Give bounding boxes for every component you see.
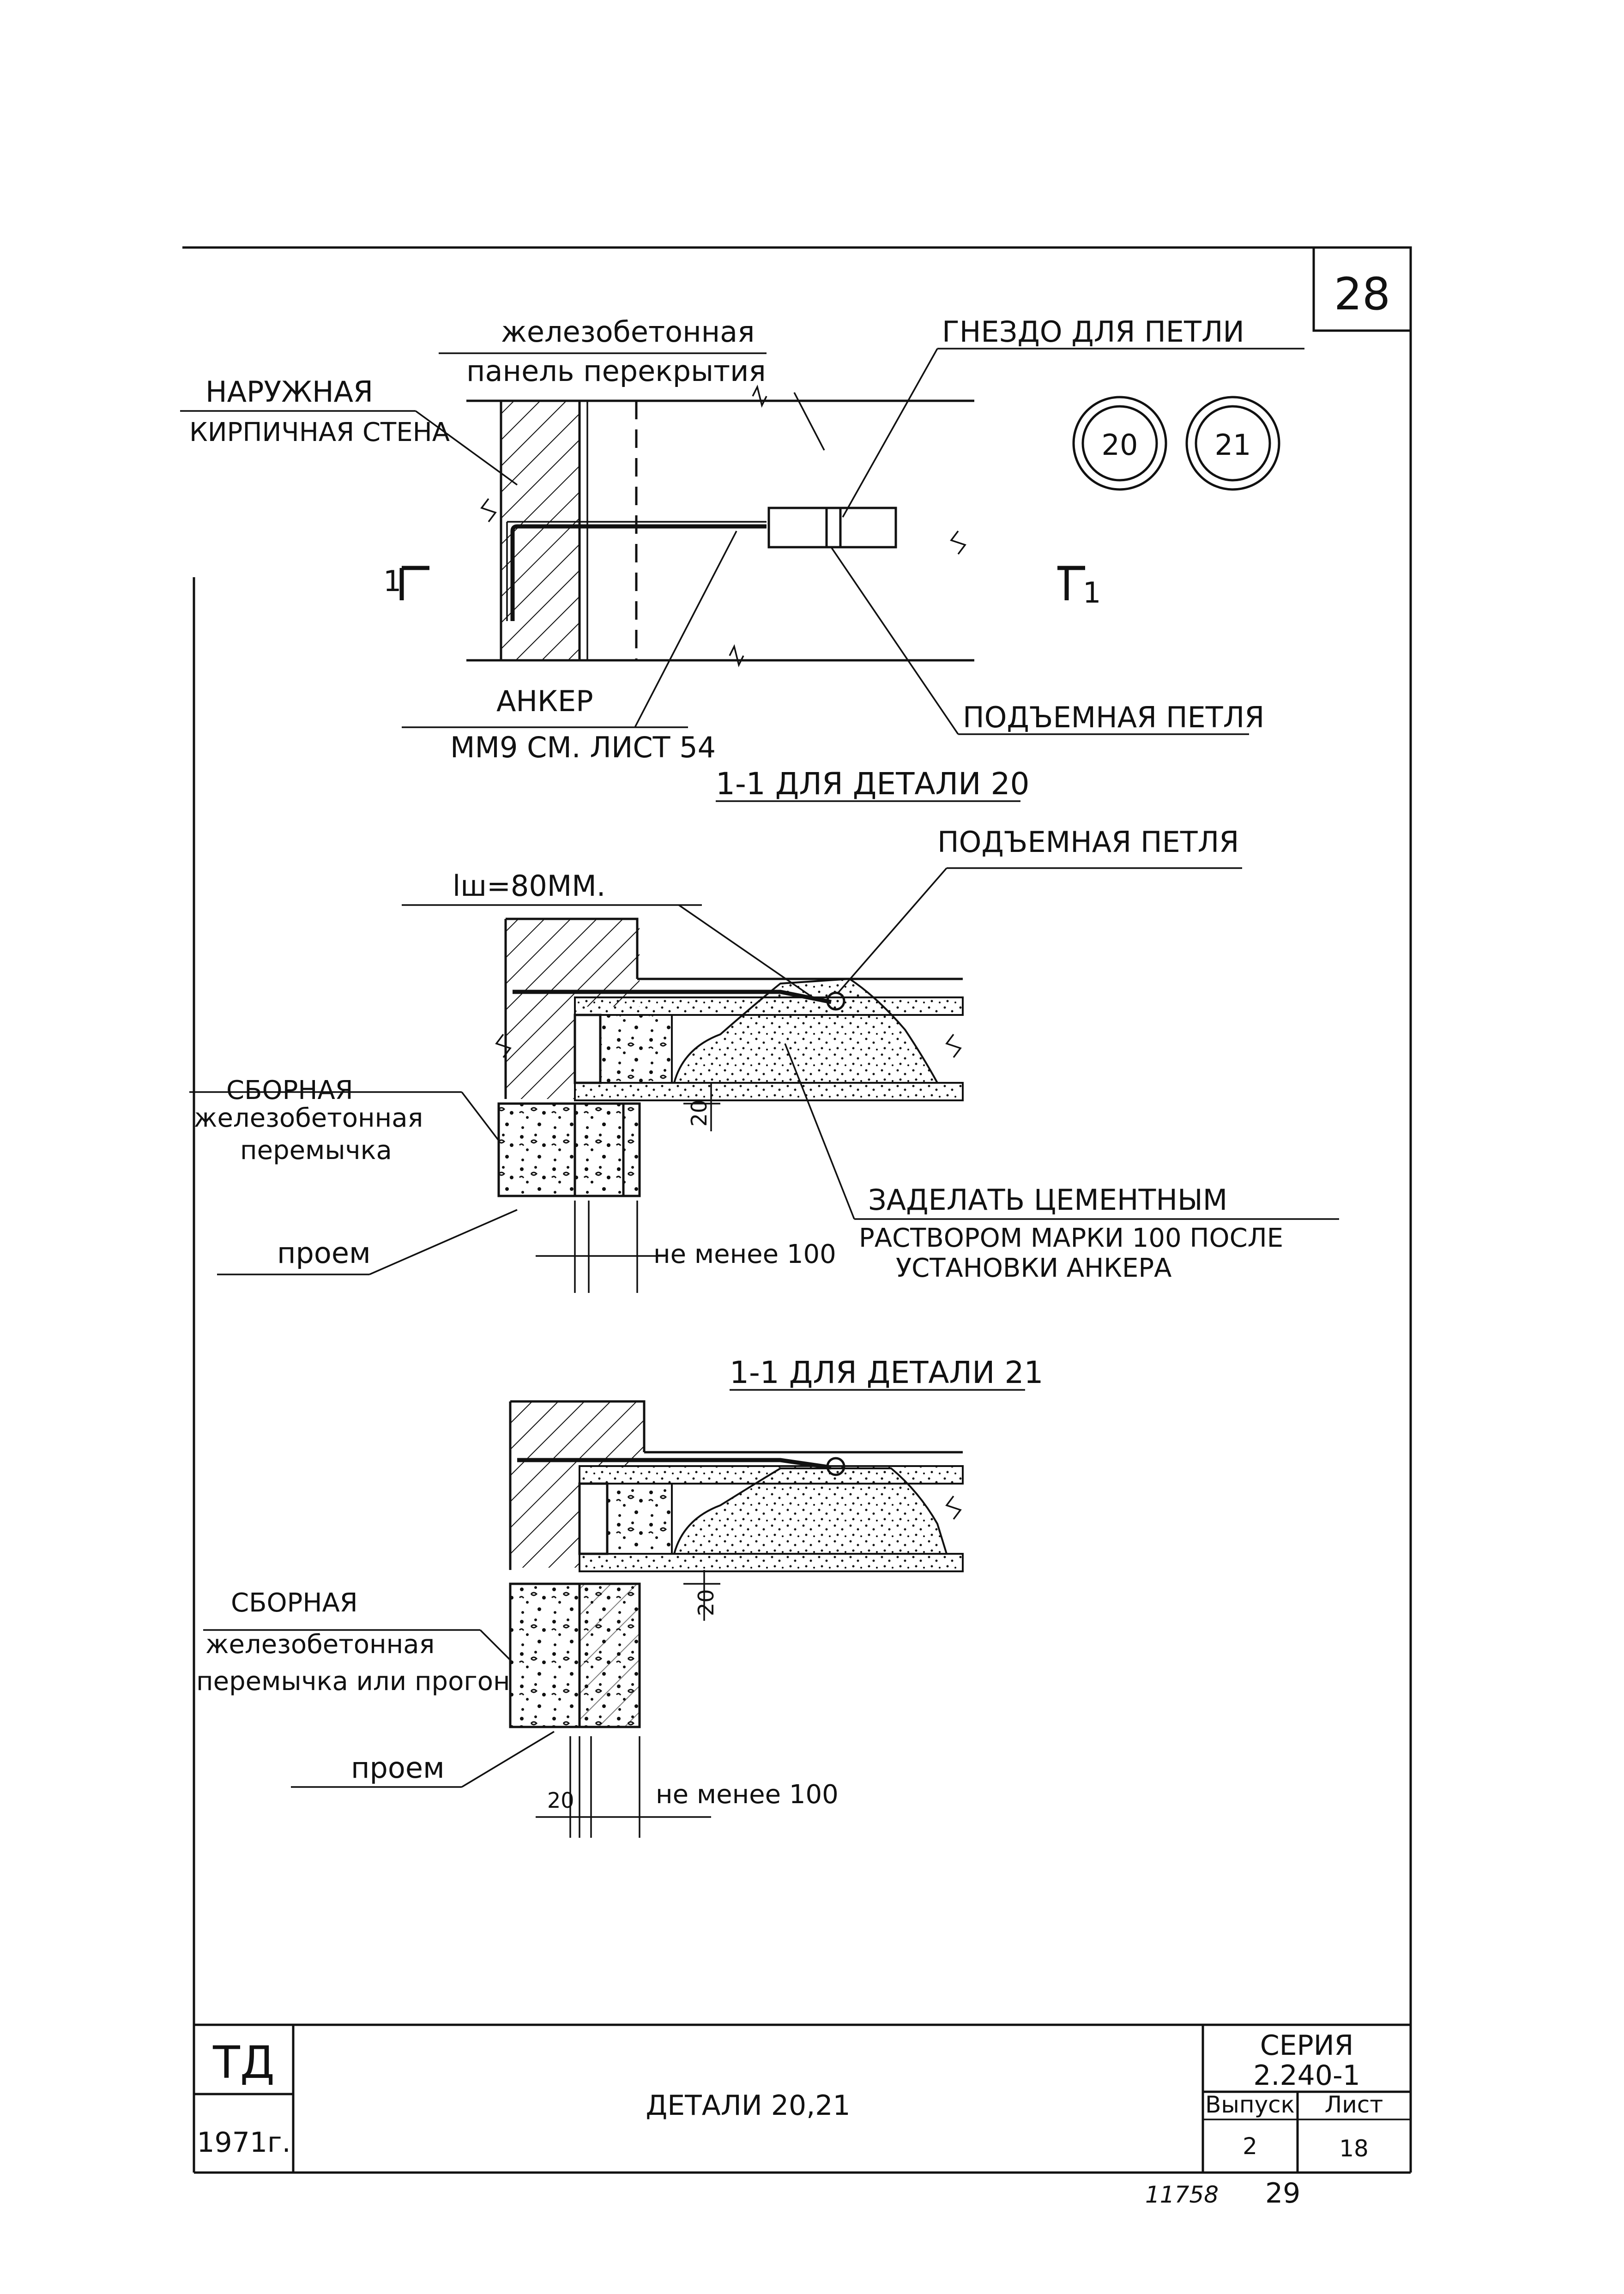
section20-note-1: ЗАДЕЛАТЬ ЦЕМЕНТНЫМ: [868, 1183, 1227, 1217]
plan-anchor: [510, 524, 767, 621]
series-label: СЕРИЯ: [1260, 2029, 1354, 2062]
sheet-title: ДЕТАЛИ 20,21: [646, 2089, 850, 2122]
label-anchor-line2: ММ9 СМ. ЛИСТ 54: [450, 730, 716, 764]
label-socket: ГНЕЗДО ДЛЯ ПЕТЛИ: [942, 315, 1244, 349]
section-mark-left: 1: [383, 564, 429, 600]
section21-dim-20-horizontal: 20: [547, 1788, 574, 1813]
section20-label-min: не менее 100: [653, 1239, 836, 1269]
section21-label-lintel-2: железобетонная: [205, 1630, 435, 1660]
detail-marker-21: 21: [1185, 396, 1280, 491]
sheet-value: 18: [1339, 2135, 1369, 2162]
label-panel-line2: панель перекрытия: [466, 354, 766, 388]
section-mark-left-label: 1: [383, 564, 401, 598]
label-anchor-line1: АНКЕР: [496, 684, 593, 718]
section21-anchor: [517, 1458, 832, 1470]
section20-loop: [826, 991, 845, 1011]
section-detail-21: 1-1 ДЛЯ ДЕТАЛИ 21 20 20 СБОРНАЯ ж: [196, 1355, 1044, 1838]
section20-note-2: РАСТВОРОМ МАРКИ 100 ПОСЛЕ: [859, 1223, 1283, 1253]
section20-anchor: [513, 990, 832, 1004]
issue-value: 2: [1243, 2133, 1257, 2160]
detail-marker-21-label: 21: [1215, 428, 1251, 462]
plan-loop-socket: [767, 507, 897, 549]
inventory-number: 11758: [1145, 2181, 1219, 2208]
section20-note-3: УСТАНОВКИ АНКЕРА: [896, 1253, 1171, 1283]
section20-label-lintel-3: перемычка: [240, 1135, 392, 1165]
section21-loop: [826, 1457, 845, 1476]
label-panel-line1: железобетонная: [501, 315, 755, 349]
plan-view: 1 1 железобетонная панель перекрытия НАР…: [180, 315, 1304, 764]
issue-label: Выпуск: [1205, 2091, 1295, 2118]
section21-label-lintel-1: СБОРНАЯ: [231, 1588, 358, 1618]
section21-dim-20-vertical: 20: [694, 1589, 718, 1616]
section-detail-20: 1-1 ДЛЯ ДЕТАЛИ 20 20: [189, 766, 1339, 1293]
section21-label-lintel-3: перемычка или прогон: [196, 1666, 510, 1696]
section20-label-loop: ПОДЪЕМНАЯ ПЕТЛЯ: [937, 825, 1239, 859]
sheet-number-box: 28: [1312, 246, 1412, 332]
section-mark-right-label: 1: [1083, 576, 1101, 610]
label-wall-line2: КИРПИЧНАЯ СТЕНА: [189, 417, 450, 447]
section21-label-opening: проем: [351, 1751, 445, 1785]
section20-title: 1-1 ДЛЯ ДЕТАЛИ 20: [716, 766, 1030, 802]
sheet-label: Лист: [1325, 2091, 1383, 2118]
detail-marker-20-label: 20: [1102, 428, 1138, 462]
org-stamp: ТД: [212, 2037, 275, 2089]
section21-title: 1-1 ДЛЯ ДЕТАЛИ 21: [730, 1355, 1044, 1390]
series-value: 2.240-1: [1253, 2059, 1360, 2092]
sheet-number: 28: [1334, 268, 1390, 320]
detail-marker-20: 20: [1072, 396, 1167, 491]
section20-dim-20: 20: [687, 1099, 712, 1127]
title-block: ТД 1971г. ДЕТАЛИ 20,21 СЕРИЯ 2.240-1 Вып…: [194, 2023, 1411, 2173]
label-wall-line1: НАРУЖНАЯ: [205, 375, 373, 409]
label-lifting-loop: ПОДЪЕМНАЯ ПЕТЛЯ: [963, 700, 1264, 734]
section20-label-length: lш=80ММ.: [453, 869, 606, 903]
section20-label-opening: проем: [277, 1236, 371, 1270]
section20-label-lintel-2: железобетонная: [194, 1103, 423, 1133]
year-stamp: 1971г.: [197, 2126, 290, 2159]
section20-label-lintel-1: СБОРНАЯ: [226, 1075, 353, 1105]
section21-label-min: не менее 100: [656, 1780, 839, 1810]
page-number: 29: [1265, 2177, 1300, 2209]
sheet-frame: [182, 246, 1412, 2174]
section-mark-right: 1: [1057, 566, 1101, 610]
